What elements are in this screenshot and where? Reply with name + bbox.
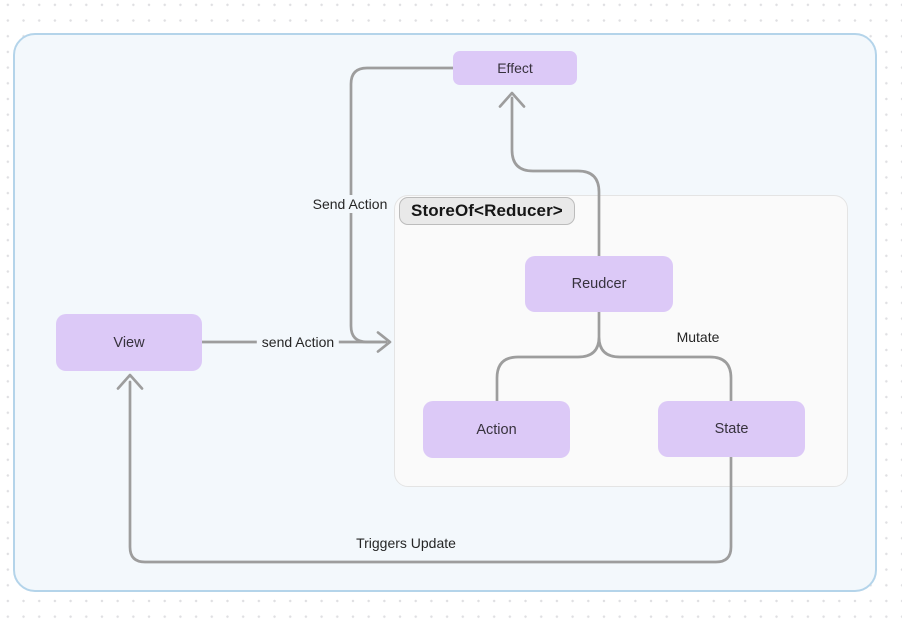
node-view[interactable]: View	[56, 314, 202, 371]
node-effect-label: Effect	[497, 60, 533, 76]
edge-label-triggers-update[interactable]: Triggers Update	[356, 535, 456, 551]
edge-state-to-view-triggers-update[interactable]	[116, 373, 733, 564]
edge-label-send-action-view[interactable]: send Action	[256, 333, 340, 351]
edge-reducer-fork-action-state[interactable]	[495, 309, 733, 403]
node-action[interactable]: Action	[423, 401, 570, 458]
node-action-label: Action	[476, 421, 517, 438]
store-container-label-pill[interactable]: StoreOf<Reducer>	[399, 197, 575, 225]
node-state[interactable]: State	[658, 401, 805, 457]
edge-reducer-to-effect[interactable]	[498, 91, 601, 258]
node-effect[interactable]: Effect	[453, 51, 577, 85]
node-state-label: State	[714, 421, 749, 437]
node-reducer-label: Reudcer	[571, 276, 627, 292]
edge-label-mutate[interactable]: Mutate	[676, 329, 720, 345]
node-reducer[interactable]: Reudcer	[525, 256, 673, 312]
edge-label-send-action-effect[interactable]: Send Action	[307, 195, 393, 213]
store-container-label: StoreOf<Reducer>	[411, 201, 563, 220]
node-view-label: View	[113, 334, 145, 351]
